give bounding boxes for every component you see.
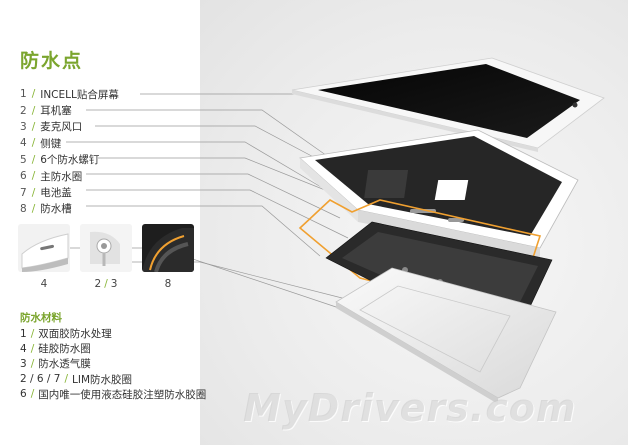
list-item: 5/6个防水螺钉: [20, 153, 100, 167]
detail-thumbnails: 4 2/3 8: [18, 224, 196, 294]
leader-lines: [66, 93, 351, 257]
list-item: 1/双面胶防水处理: [20, 327, 112, 341]
list-item: 4/侧键: [20, 137, 62, 150]
list-item: 2 / 6 / 7/LIM防水胶圈: [20, 373, 133, 386]
list-item: 3/防水透气膜: [20, 357, 91, 371]
screen-panel: [291, 57, 605, 152]
middle-frame: [299, 129, 579, 258]
list-item: 6/国内唯一使用液态硅胶注塑防水胶圈: [20, 388, 207, 401]
page-title: 防水点: [20, 50, 84, 72]
earphone-mic-thumbnail: [80, 224, 132, 272]
battery-cover: [335, 267, 557, 404]
watermark: MyDrivers.com: [243, 386, 577, 430]
list-item: 2/耳机塞: [20, 104, 72, 118]
list-item: 6/主防水圈: [20, 170, 83, 183]
side-key-thumbnail: [18, 224, 70, 272]
waterproof-groove-thumbnail: [142, 224, 194, 272]
waterproof-points-list: 1/INCELL贴合屏幕 2/耳机塞 3/麦克风口 4/侧键 5/6个防水螺钉 …: [20, 86, 260, 217]
thumbnail-caption: 2/3: [94, 278, 118, 290]
list-item: 3/麦克风口: [20, 120, 83, 134]
waterproof-materials-list: 1/双面胶防水处理 4/硅胶防水圈 3/防水透气膜 2 / 6 / 7/LIM防…: [20, 326, 250, 402]
list-item: 8/防水槽: [20, 202, 72, 216]
thumbnail-caption: 4: [40, 278, 48, 290]
materials-title: 防水材料: [20, 312, 62, 324]
list-item: 4/硅胶防水圈: [20, 342, 91, 356]
list-item: 7/电池盖: [20, 186, 72, 200]
thumbnail-caption: 8: [164, 278, 172, 290]
list-item: 1/INCELL贴合屏幕: [20, 88, 119, 101]
